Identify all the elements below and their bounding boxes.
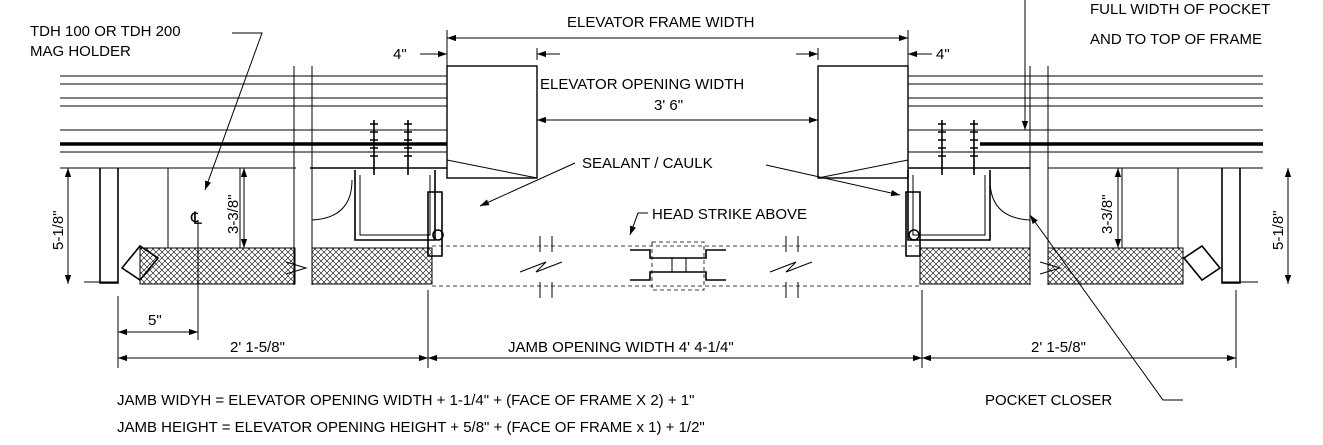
five-inch-label: 5": [148, 312, 162, 329]
four-inch-right-label: 4": [936, 46, 950, 63]
side-width-right: 2' 1-5/8": [1031, 339, 1086, 356]
formula-jamb-width: JAMB WIDYH = ELEVATOR OPENING WIDTH + 1-…: [117, 392, 694, 409]
pocket-note-line1: FULL WIDTH OF POCKET: [1090, 1, 1270, 18]
head-strike-label: HEAD STRIKE ABOVE: [652, 206, 807, 223]
dim-5-1-8-right: 5-1/8": [1270, 210, 1287, 250]
dim-3-3-8-left: 3-3/8": [225, 194, 242, 234]
opening-width-value: 3' 6": [654, 97, 683, 114]
door-panels: [139, 247, 1184, 285]
opening-width-label: ELEVATOR OPENING WIDTH: [540, 76, 744, 93]
pocket-edge-profiles: [84, 168, 1258, 284]
leader-lines: [204, 0, 1183, 401]
four-inch-left-label: 4": [393, 46, 407, 63]
dim-3-3-8-right: 3-3/8": [1099, 194, 1116, 234]
opening-dashed-lines: [432, 236, 920, 298]
wall-bands: [60, 75, 1263, 169]
mag-holder-label-line1: TDH 100 OR TDH 200: [30, 23, 181, 40]
jamb-opening-width: JAMB OPENING WIDTH 4' 4-1/4": [508, 339, 734, 356]
side-width-left: 2' 1-5/8": [230, 339, 285, 356]
sealant-label: SEALANT / CAULK: [582, 155, 713, 172]
dim-5-1-8-left: 5-1/8": [50, 210, 67, 250]
anchor-bolts: [370, 120, 978, 175]
mag-holder-label-line2: MAG HOLDER: [30, 43, 131, 60]
formula-jamb-height: JAMB HEIGHT = ELEVATOR OPENING HEIGHT + …: [117, 419, 705, 436]
annotations: TDH 100 OR TDH 200 MAG HOLDER ELEVATOR F…: [30, 1, 1287, 436]
pocket-closer-label: POCKET CLOSER: [985, 392, 1112, 409]
dimensions: [64, 30, 1292, 368]
pocket-note-line2: AND TO TOP OF FRAME: [1090, 31, 1262, 48]
head-strike: [630, 241, 726, 291]
frame-width-label: ELEVATOR FRAME WIDTH: [567, 14, 755, 31]
elevator-frame-blocks: [446, 65, 909, 179]
centerline-symbol: ℄: [190, 209, 202, 228]
